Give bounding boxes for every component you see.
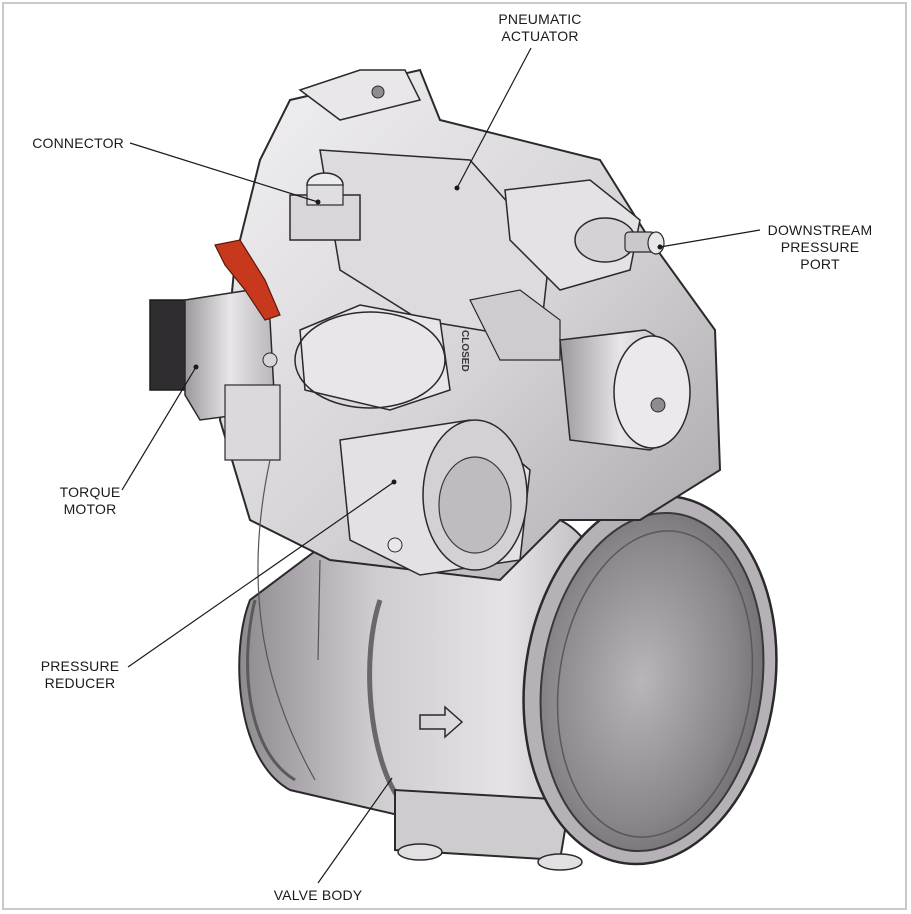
label-pneumatic-actuator: PNEUMATIC ACTUATOR — [490, 11, 590, 45]
label-line: ACTUATOR — [501, 28, 579, 44]
leader-dot-connector — [315, 199, 321, 205]
label-line: TORQUE — [59, 484, 121, 500]
label-line: MOTOR — [63, 501, 117, 517]
label-valve-body: VALVE BODY — [258, 887, 378, 904]
label-line: DOWNSTREAM — [767, 222, 873, 238]
label-line: VALVE BODY — [273, 887, 363, 903]
label-line: PNEUMATIC — [498, 11, 582, 27]
label-line: PRESSURE — [780, 239, 860, 255]
connector-part — [214, 172, 361, 321]
label-line: PRESSURE — [40, 658, 120, 674]
leader-pressure-reducer — [127, 481, 395, 668]
leader-downstream-pressure-port — [659, 229, 761, 248]
outlet-bore — [522, 494, 778, 866]
leader-pneumatic-actuator — [456, 47, 532, 189]
leader-dot-pressure-reducer — [391, 479, 397, 485]
downstream-port-part — [504, 179, 665, 291]
lock-wire — [317, 559, 321, 661]
spring-housing — [559, 329, 691, 451]
leader-dot-downstream-pressure-port — [657, 244, 663, 250]
leader-valve-body — [317, 777, 393, 884]
label-connector: CONNECTOR — [14, 135, 124, 152]
leader-torque-motor — [121, 366, 197, 491]
cover-plate: CLOSED — [294, 304, 470, 411]
label-torque-motor: TORQUE MOTOR — [40, 484, 140, 518]
torque-motor-part — [149, 289, 281, 461]
leader-dot-pneumatic-actuator — [454, 185, 460, 191]
label-line: PORT — [800, 256, 840, 272]
leader-connector — [129, 142, 319, 203]
safety-wire — [257, 459, 316, 781]
closed-marking: CLOSED — [459, 330, 470, 372]
label-line: CONNECTOR — [32, 135, 124, 151]
label-line: REDUCER — [44, 675, 116, 691]
valve-body-part — [238, 518, 623, 871]
leader-dot-torque-motor — [193, 364, 199, 370]
label-downstream-pressure-port: DOWNSTREAM PRESSURE PORT — [755, 222, 885, 273]
pressure-reducer-part — [339, 419, 531, 576]
label-pressure-reducer: PRESSURE REDUCER — [28, 658, 132, 692]
